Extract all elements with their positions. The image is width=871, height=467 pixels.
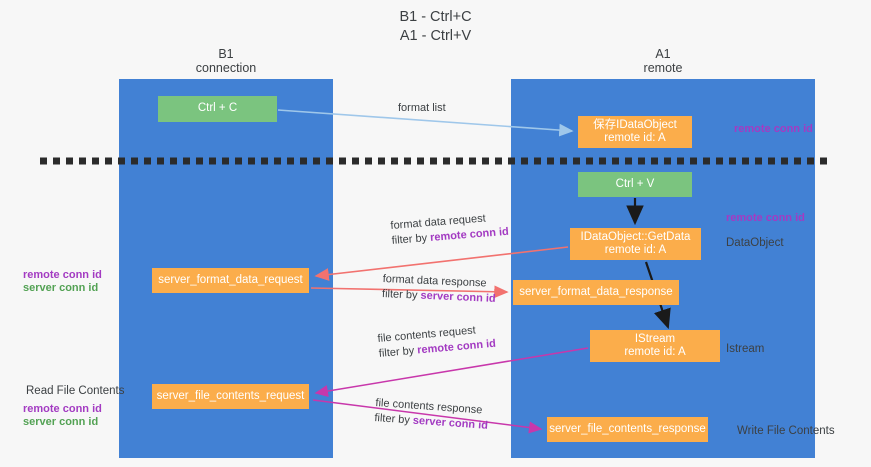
annotation-istream: Istream <box>726 343 765 355</box>
column-title-a1-text: A1 <box>655 47 671 61</box>
filter-key-server-conn-id: server conn id <box>412 414 489 432</box>
filter-prefix: filter by <box>381 287 421 302</box>
column-title-b1-text: B1 <box>218 47 234 61</box>
node-server-file-contents-response[interactable]: server_file_contents_response <box>547 417 708 442</box>
node-idataobject-getdata[interactable]: IDataObject::GetData remote id: A <box>570 228 701 260</box>
annotation-left-remote-conn-id-1: remote conn id <box>23 269 102 281</box>
node-save-idataobject[interactable]: 保存IDataObject remote id: A <box>578 116 692 148</box>
node-ctrl-c[interactable]: Ctrl + C <box>158 96 277 122</box>
annotation-read-file-contents: Read File Contents <box>26 385 125 397</box>
annotation-left-server-conn-id-2: server conn id <box>23 416 99 428</box>
filter-prefix: filter by <box>391 231 431 247</box>
column-title-b1-role: connection <box>195 61 257 75</box>
edge-label-file-contents-request: file contents request filter by remote c… <box>377 322 497 362</box>
annotation-left-server-conn-id-1: server conn id <box>23 282 99 294</box>
edge-label-format-data-request: format data request filter by remote con… <box>390 210 509 249</box>
page-title: B1 - Ctrl+C A1 - Ctrl+V <box>399 9 472 44</box>
column-title-a1-role: remote <box>643 61 683 75</box>
filter-prefix: filter by <box>374 411 414 427</box>
edge-label-format-data-response: format data response filter by server co… <box>382 272 497 307</box>
annotation-write-file-contents: Write File Contents <box>737 425 835 437</box>
node-istream[interactable]: IStream remote id: A <box>590 330 720 362</box>
edge-label-format-list: format list <box>398 102 446 114</box>
annotation-remote-conn-id-top: remote conn id <box>734 123 813 135</box>
filter-key-server-conn-id: server conn id <box>420 289 496 305</box>
filter-prefix: filter by <box>378 344 418 360</box>
column-title-b1: B1 connection <box>119 47 333 75</box>
node-ctrl-v[interactable]: Ctrl + V <box>578 172 692 197</box>
edge-label-file-contents-response: file contents response filter by server … <box>374 396 490 434</box>
node-server-format-data-response[interactable]: server_format_data_response <box>513 280 679 305</box>
node-server-format-data-request[interactable]: server_format_data_request <box>152 268 309 293</box>
annotation-remote-conn-id-mid: remote conn id <box>726 212 805 224</box>
annotation-left-remote-conn-id-2: remote conn id <box>23 403 102 415</box>
annotation-dataobject: DataObject <box>726 237 784 249</box>
column-title-a1: A1 remote <box>511 47 815 75</box>
node-server-file-contents-request[interactable]: server_file_contents_request <box>152 384 309 409</box>
